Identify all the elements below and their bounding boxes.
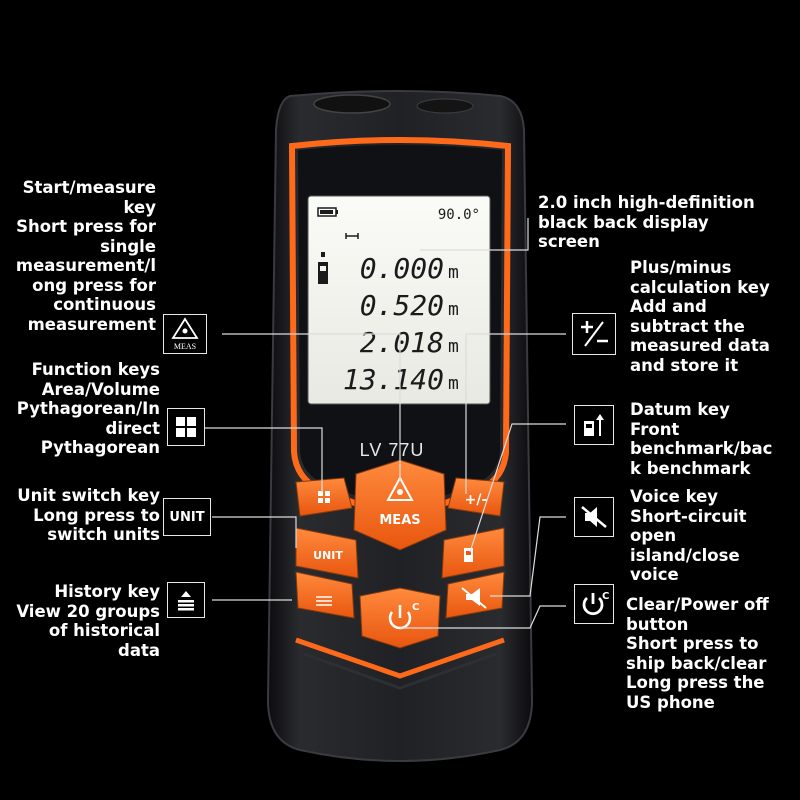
datum-icon [464,548,473,562]
laser-lens [313,94,391,114]
display-callout: 2.0 inch high-definition black back disp… [538,193,755,251]
reading-4-value: 13.140 [343,363,444,396]
reading-3-unit: m [448,336,459,357]
clear-power-callout: Clear/Power off button Short press to sh… [626,595,769,712]
history-callout-icon [167,582,205,618]
power-callout-icon: C [574,584,614,624]
laser-star-icon [386,475,414,501]
meas-callout-icon: MEAS [163,314,207,354]
angle-readout: 90.0° [438,207,480,223]
plus-minus-callout-icon [572,313,616,355]
datum-callout-icon [574,405,614,445]
history-key-callout: History key View 20 groups of historical… [16,582,160,660]
clear-key-label: C [412,602,419,613]
unit-key-label: UNIT [313,549,343,562]
plus-minus-key-label: +/- [465,492,488,508]
voice-key-callout: Voice key Short-circuit open island/clos… [630,487,747,584]
reading-1-unit: m [448,262,459,283]
reading-2-value: 0.520 [360,289,444,322]
reading-4-unit: m [448,373,459,394]
grid-icon [318,491,330,503]
plus-minus-key-callout: Plus/minus calculation key Add and subtr… [630,258,770,375]
measure-key-callout: Start/measure key Short press for single… [15,178,156,334]
reading-2-unit: m [448,299,459,320]
model-name: LV 77U [360,440,425,460]
svg-text:MEAS: MEAS [174,342,196,351]
bottom-chevron-trim [295,637,505,679]
meas-key-label: MEAS [379,513,420,528]
unit-key[interactable] [295,527,359,579]
datum-key-callout: Datum key Front benchmark/bac k benchmar… [630,400,773,478]
lcd-screen [307,195,491,405]
function-key-callout: Function keys Area/Volume Pythagorean/In… [16,360,160,457]
orange-trim [288,137,512,524]
plus-minus-key[interactable] [447,477,505,517]
distance-readings: 0.000 m 0.520 m 2.018 m 13.140 m [343,252,459,396]
unit-callout-icon: UNIT [163,498,211,536]
speaker-mute-icon [461,587,487,609]
voice-callout-icon [574,497,614,537]
svg-text:C: C [602,591,609,602]
unit-key-callout: Unit switch key Long press to switch uni… [17,486,160,544]
grid-callout-icon [167,408,205,446]
history-icon [316,596,332,606]
reading-3-value: 2.018 [360,326,444,359]
function-key[interactable] [295,477,353,517]
reading-1-value: 0.000 [360,252,444,285]
history-key[interactable] [295,571,355,619]
reference-icon [318,262,328,284]
